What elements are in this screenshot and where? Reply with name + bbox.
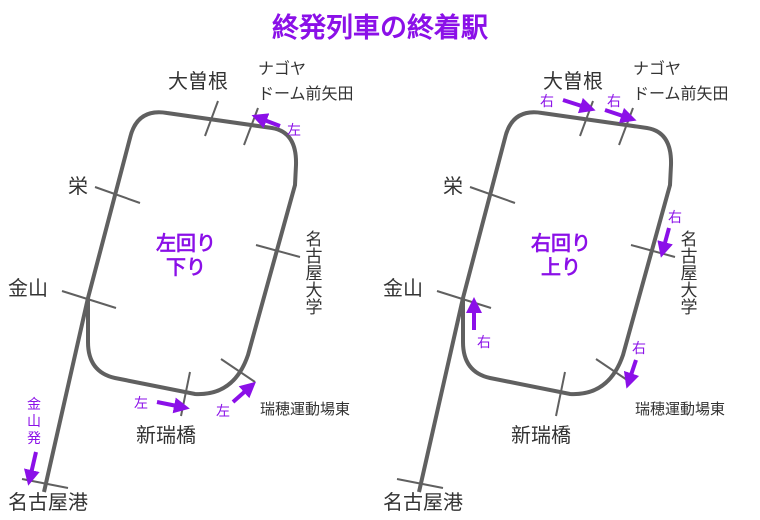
station-nagoya-dome-line2: ドーム前矢田 xyxy=(633,84,729,103)
station-nagoya-dome-line2: ドーム前矢田 xyxy=(258,84,354,103)
tick-kanayama xyxy=(436,290,492,309)
direction-label-line2: 上り xyxy=(541,255,581,279)
station-nagoya-dome-line1: ナゴヤ xyxy=(633,59,681,78)
svg-text:屋: 屋 xyxy=(306,264,323,284)
svg-text:左: 左 xyxy=(287,123,301,139)
direction-arrow: 右 xyxy=(623,341,646,389)
station-meidai: 名 古 屋 大 学 xyxy=(681,230,698,318)
direction-arrow: 左 xyxy=(216,381,256,420)
station-nagoya-dome-line1: ナゴヤ xyxy=(258,59,306,78)
svg-text:右: 右 xyxy=(668,210,682,226)
station-kanayama: 金山 xyxy=(383,276,423,300)
loop-track xyxy=(86,110,299,397)
right-diagram: 大曽根 ナゴヤ ドーム前矢田 栄 金山 名 古 屋 大 学 瑞穂運動場東 新瑞橋… xyxy=(383,59,729,514)
tick-mizuho xyxy=(220,358,256,383)
station-nagoyako: 名古屋港 xyxy=(383,490,463,514)
tick-shin-mizuhashi xyxy=(555,371,566,417)
svg-text:学: 学 xyxy=(306,298,323,318)
branch-track xyxy=(42,297,90,493)
svg-text:右: 右 xyxy=(632,341,646,357)
svg-text:古: 古 xyxy=(306,247,323,267)
tick-sakae xyxy=(469,186,516,204)
down-arrow xyxy=(24,451,40,486)
tick-nagoyako xyxy=(396,478,444,489)
station-mizuho: 瑞穂運動場東 xyxy=(260,400,350,418)
svg-text:名: 名 xyxy=(306,230,323,250)
svg-text:発: 発 xyxy=(27,431,41,447)
svg-text:右: 右 xyxy=(477,335,491,351)
branch-track xyxy=(417,297,465,493)
loop-track xyxy=(461,110,674,397)
tick-meidai xyxy=(255,244,301,258)
direction-arrow: 左 xyxy=(251,113,301,139)
station-shin-mizuhashi: 新瑞橋 xyxy=(136,423,196,447)
tick-mizuho xyxy=(595,358,631,383)
svg-text:古: 古 xyxy=(681,247,698,267)
svg-text:大: 大 xyxy=(306,281,323,301)
left-diagram: 大曽根 ナゴヤ ドーム前矢田 栄 金山 名 古 屋 大 学 瑞穂運動場東 新瑞橋… xyxy=(8,59,354,514)
svg-text:学: 学 xyxy=(681,298,698,318)
station-meidai: 名 古 屋 大 学 xyxy=(306,230,323,318)
direction-label-line2: 下り xyxy=(166,255,206,279)
svg-text:大: 大 xyxy=(681,281,698,301)
svg-text:名: 名 xyxy=(681,230,698,250)
station-sakae: 栄 xyxy=(68,174,88,198)
direction-arrow: 左 xyxy=(134,396,190,414)
direction-label-line1: 左回り xyxy=(156,231,216,255)
station-shin-mizuhashi: 新瑞橋 xyxy=(511,423,571,447)
station-ozone: 大曽根 xyxy=(168,69,228,93)
station-nagoyako: 名古屋港 xyxy=(8,490,88,514)
svg-text:屋: 屋 xyxy=(681,264,698,284)
svg-text:金: 金 xyxy=(27,397,41,413)
direction-label-line1: 右回り xyxy=(531,231,591,255)
station-sakae: 栄 xyxy=(443,174,463,198)
direction-arrow: 右 xyxy=(466,297,491,351)
page-title: 終発列車の終着駅 xyxy=(272,12,488,44)
svg-text:右: 右 xyxy=(607,94,621,110)
tick-ozone xyxy=(204,100,219,137)
svg-text:山: 山 xyxy=(27,414,41,430)
station-mizuho: 瑞穂運動場東 xyxy=(635,400,725,418)
svg-text:右: 右 xyxy=(540,94,554,110)
direction-arrow: 右 xyxy=(604,94,637,124)
branch-origin-label: 金 山 発 xyxy=(27,397,41,447)
tick-sakae xyxy=(94,186,141,204)
svg-text:左: 左 xyxy=(216,404,230,420)
station-ozone: 大曽根 xyxy=(543,69,603,93)
svg-text:左: 左 xyxy=(134,396,148,412)
direction-arrow: 右 xyxy=(657,210,682,258)
station-kanayama: 金山 xyxy=(8,276,48,300)
direction-arrow: 右 xyxy=(540,94,596,114)
tick-kanayama xyxy=(61,290,117,309)
